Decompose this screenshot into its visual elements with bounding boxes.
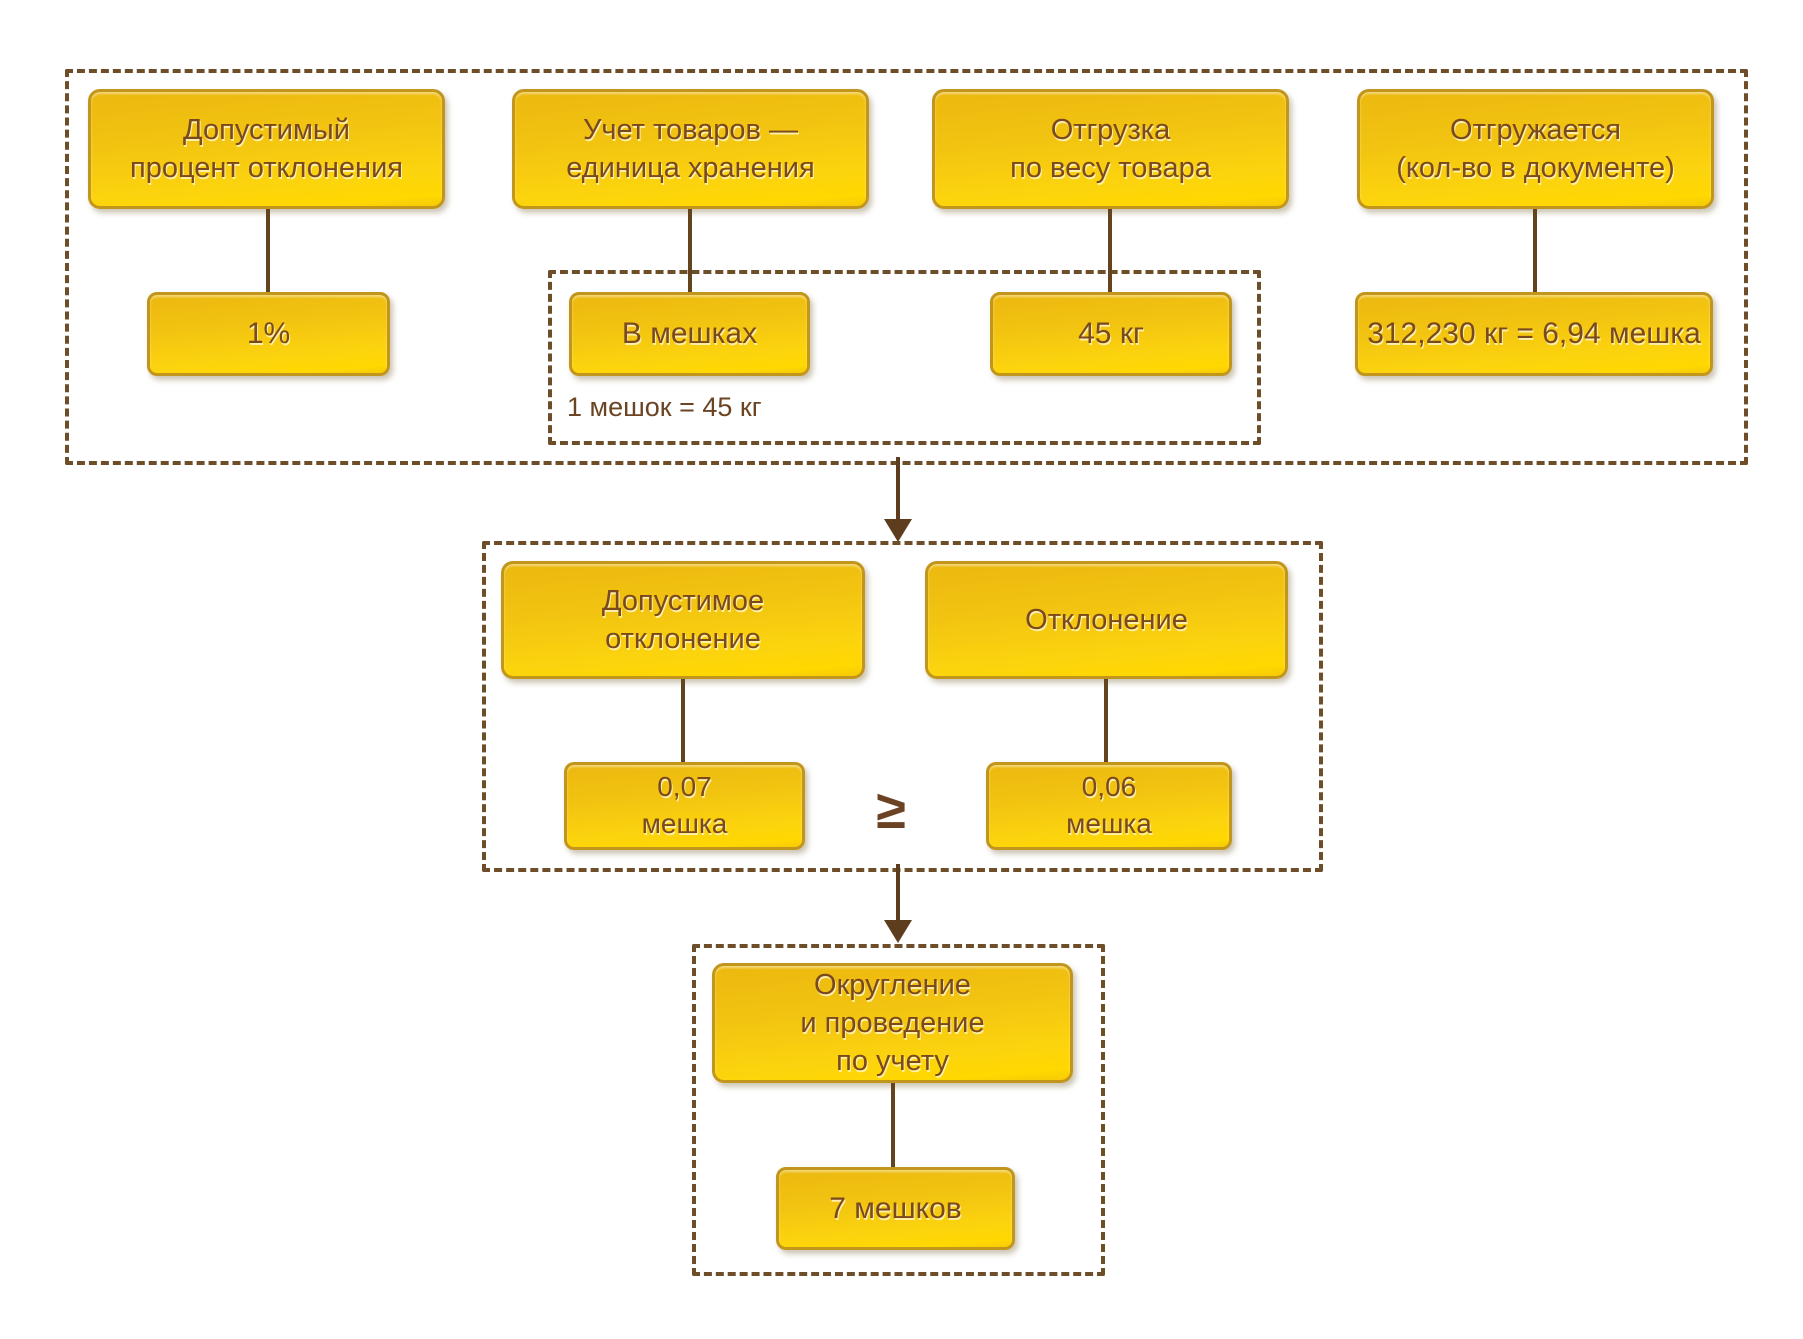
value-box-deviation: 0,06 мешка [986, 762, 1232, 850]
connector-line [688, 209, 692, 292]
connector-line [681, 679, 685, 762]
unit-conversion-note: 1 мешок = 45 кг [567, 392, 762, 422]
connector-line [1533, 209, 1537, 292]
connector-line [1104, 679, 1108, 762]
header-box-storage-unit: Учет товаров — единица хранения [512, 89, 869, 209]
header-box-tolerance-percent: Допустимый процент отклонения [88, 89, 445, 209]
value-box-shipped-quantity: 312,230 кг = 6,94 мешка [1355, 292, 1713, 376]
value-box-tolerance-percent: 1% [147, 292, 390, 376]
inputs-group [65, 69, 1748, 465]
header-box-shipped-quantity: Отгружается (кол-во в документе) [1357, 89, 1714, 209]
comparison-group [482, 541, 1323, 872]
connector-line [891, 1083, 895, 1167]
arrow-head-icon [884, 920, 912, 943]
value-box-shipping-weight: 45 кг [990, 292, 1232, 376]
value-box-storage-unit: В мешках [569, 292, 810, 376]
down-arrow [896, 864, 900, 921]
value-box-result-bags: 7 мешков [776, 1167, 1015, 1250]
unit-conversion-group [548, 270, 1261, 445]
connector-line [266, 209, 270, 292]
connector-line [1108, 209, 1112, 292]
value-box-allowed-deviation: 0,07 мешка [564, 762, 805, 850]
header-box-allowed-deviation: Допустимое отклонение [501, 561, 865, 679]
header-box-deviation: Отклонение [925, 561, 1288, 679]
header-box-rounding: Округление и проведение по учету [712, 963, 1073, 1083]
down-arrow [896, 457, 900, 520]
result-group [692, 944, 1105, 1276]
header-box-shipping-weight: Отгрузка по весу товара [932, 89, 1289, 209]
greater-equal-operator: ≥ [876, 780, 906, 840]
arrow-head-icon [884, 519, 912, 542]
